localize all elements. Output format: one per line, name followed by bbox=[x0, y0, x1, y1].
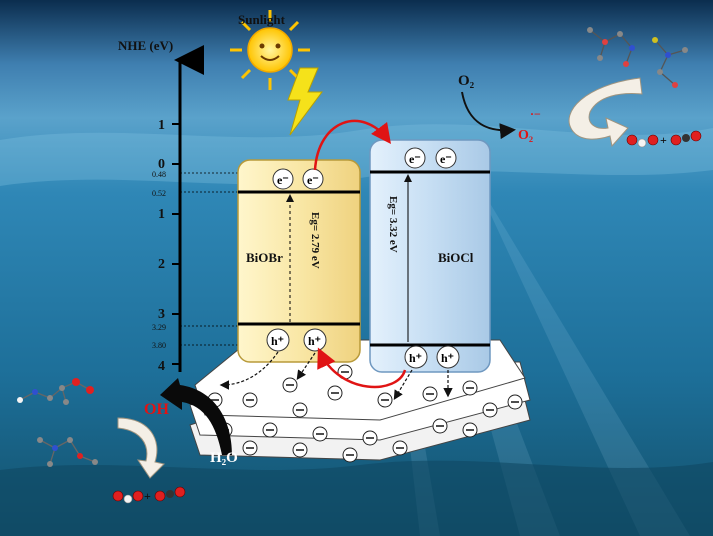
pollutant-molecule-bottom bbox=[17, 378, 98, 467]
o2-reduction-arrow bbox=[461, 91, 516, 140]
hole-to-oh-arrow bbox=[219, 351, 279, 390]
reference-dotted-lines bbox=[180, 172, 240, 346]
axis-tick-label: 0 bbox=[158, 157, 165, 172]
svg-text:e⁻: e⁻ bbox=[440, 152, 452, 166]
svg-text:e⁻: e⁻ bbox=[409, 152, 421, 166]
biobr-hole-dashed-arrow bbox=[296, 352, 316, 380]
products-top: + bbox=[626, 130, 702, 148]
degradation-arrow-top bbox=[568, 77, 643, 148]
degradation-arrow-bottom bbox=[117, 417, 165, 479]
axis-minor-label: 0.52 bbox=[152, 189, 166, 198]
biocl-electron: e⁻ bbox=[404, 147, 426, 169]
h2o-to-oh-arrow bbox=[160, 378, 232, 455]
biobr-gap-label: Eg= 2.79 eV bbox=[309, 212, 321, 269]
axis-tick-label: 1 bbox=[158, 207, 165, 222]
svg-text:e⁻: e⁻ bbox=[307, 173, 319, 187]
svg-text:+: + bbox=[660, 133, 667, 147]
products-bottom: + bbox=[112, 486, 186, 504]
svg-text:h⁺: h⁺ bbox=[441, 351, 454, 365]
biocl-gap-label: Eg= 3.32 eV bbox=[387, 196, 399, 253]
lightning-bolt-icon bbox=[287, 67, 323, 136]
biobr-electron: e⁻ bbox=[272, 168, 294, 190]
biobr-label: BiOBr bbox=[246, 250, 283, 265]
o2-label: O₂ bbox=[458, 73, 475, 89]
biocl-hole: h⁺ bbox=[436, 345, 460, 369]
hole-transfer-arrow bbox=[317, 347, 407, 389]
axis-tick-label: 4 bbox=[158, 359, 165, 374]
seabed bbox=[0, 460, 713, 536]
superoxide-label: O₂ bbox=[518, 128, 533, 143]
superoxide-radical-sign: ·− bbox=[530, 107, 541, 121]
svg-text:+: + bbox=[144, 489, 151, 503]
axis-minor-label: 3.80 bbox=[152, 341, 166, 350]
svg-text:e⁻: e⁻ bbox=[277, 173, 289, 187]
biobr-band-box bbox=[237, 159, 361, 363]
biobr-hole: h⁺ bbox=[266, 328, 290, 352]
biobr-electron: e⁻ bbox=[302, 168, 324, 190]
biocl-label: BiOCl bbox=[438, 250, 474, 265]
biocl-hole-dashed-arrow bbox=[393, 369, 413, 401]
axis-tick-label: 3 bbox=[158, 307, 165, 322]
hydroxyl-label: OH bbox=[144, 401, 169, 418]
water-label: H₂O bbox=[210, 450, 238, 466]
axis-tick-label: 2 bbox=[158, 257, 165, 272]
axis-minor-label: 3.29 bbox=[152, 323, 166, 332]
svg-text:h⁺: h⁺ bbox=[308, 334, 321, 348]
sunlight-label: Sunlight bbox=[238, 12, 286, 27]
wave-highlight bbox=[0, 124, 713, 186]
electron-transfer-arrow bbox=[313, 119, 391, 171]
axis-title: NHE (eV) bbox=[118, 38, 173, 53]
biobr-hole: h⁺ bbox=[303, 328, 327, 352]
biocl-hole: h⁺ bbox=[404, 345, 428, 369]
biocl-band-box bbox=[369, 139, 491, 373]
pollutant-molecule-top bbox=[587, 27, 688, 88]
sun-icon bbox=[230, 10, 310, 90]
energy-axis bbox=[172, 45, 204, 372]
biocl-electron: e⁻ bbox=[435, 147, 457, 169]
axis-tick-label: 1 bbox=[158, 118, 165, 133]
light-rays bbox=[380, 170, 690, 536]
svg-text:h⁺: h⁺ bbox=[271, 334, 284, 348]
axis-minor-label: 0.48 bbox=[152, 170, 166, 179]
svg-text:h⁺: h⁺ bbox=[409, 351, 422, 365]
